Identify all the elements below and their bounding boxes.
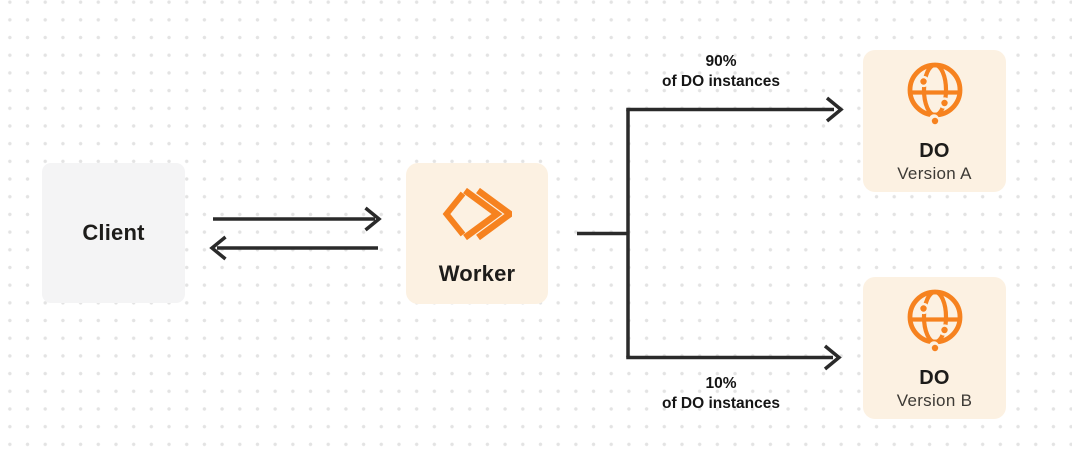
top-branch-label: 90% of DO instances [611, 52, 831, 92]
worker-label: Worker [438, 261, 516, 286]
branch-bottom-arrowhead [823, 344, 842, 371]
cloudflare-workers-icon [442, 188, 512, 240]
client-node: Client [42, 163, 185, 303]
globe-icon [907, 62, 962, 125]
branch-top-arrowhead [825, 96, 844, 123]
client-label: Client [82, 220, 145, 245]
worker-node: Worker [406, 163, 548, 304]
bottom-branch-caption: of DO instances [662, 395, 780, 412]
top-branch-caption: of DO instances [662, 73, 780, 90]
bottom-branch-label: 10% of DO instances [611, 374, 831, 414]
top-branch-percent: 90% [705, 53, 737, 70]
worker-to-client-arrowhead [209, 235, 227, 261]
do-version-b-node: DO Version B [863, 277, 1006, 419]
globe-icon [907, 289, 962, 352]
bottom-branch-percent: 10% [705, 375, 737, 392]
client-to-worker-arrowhead [364, 206, 382, 232]
do-b-subtitle: Version B [896, 391, 973, 410]
do-a-subtitle: Version A [897, 164, 972, 183]
do-version-a-node: DO Version A [863, 50, 1006, 192]
do-b-title: DO [919, 367, 950, 389]
do-a-title: DO [919, 140, 950, 162]
